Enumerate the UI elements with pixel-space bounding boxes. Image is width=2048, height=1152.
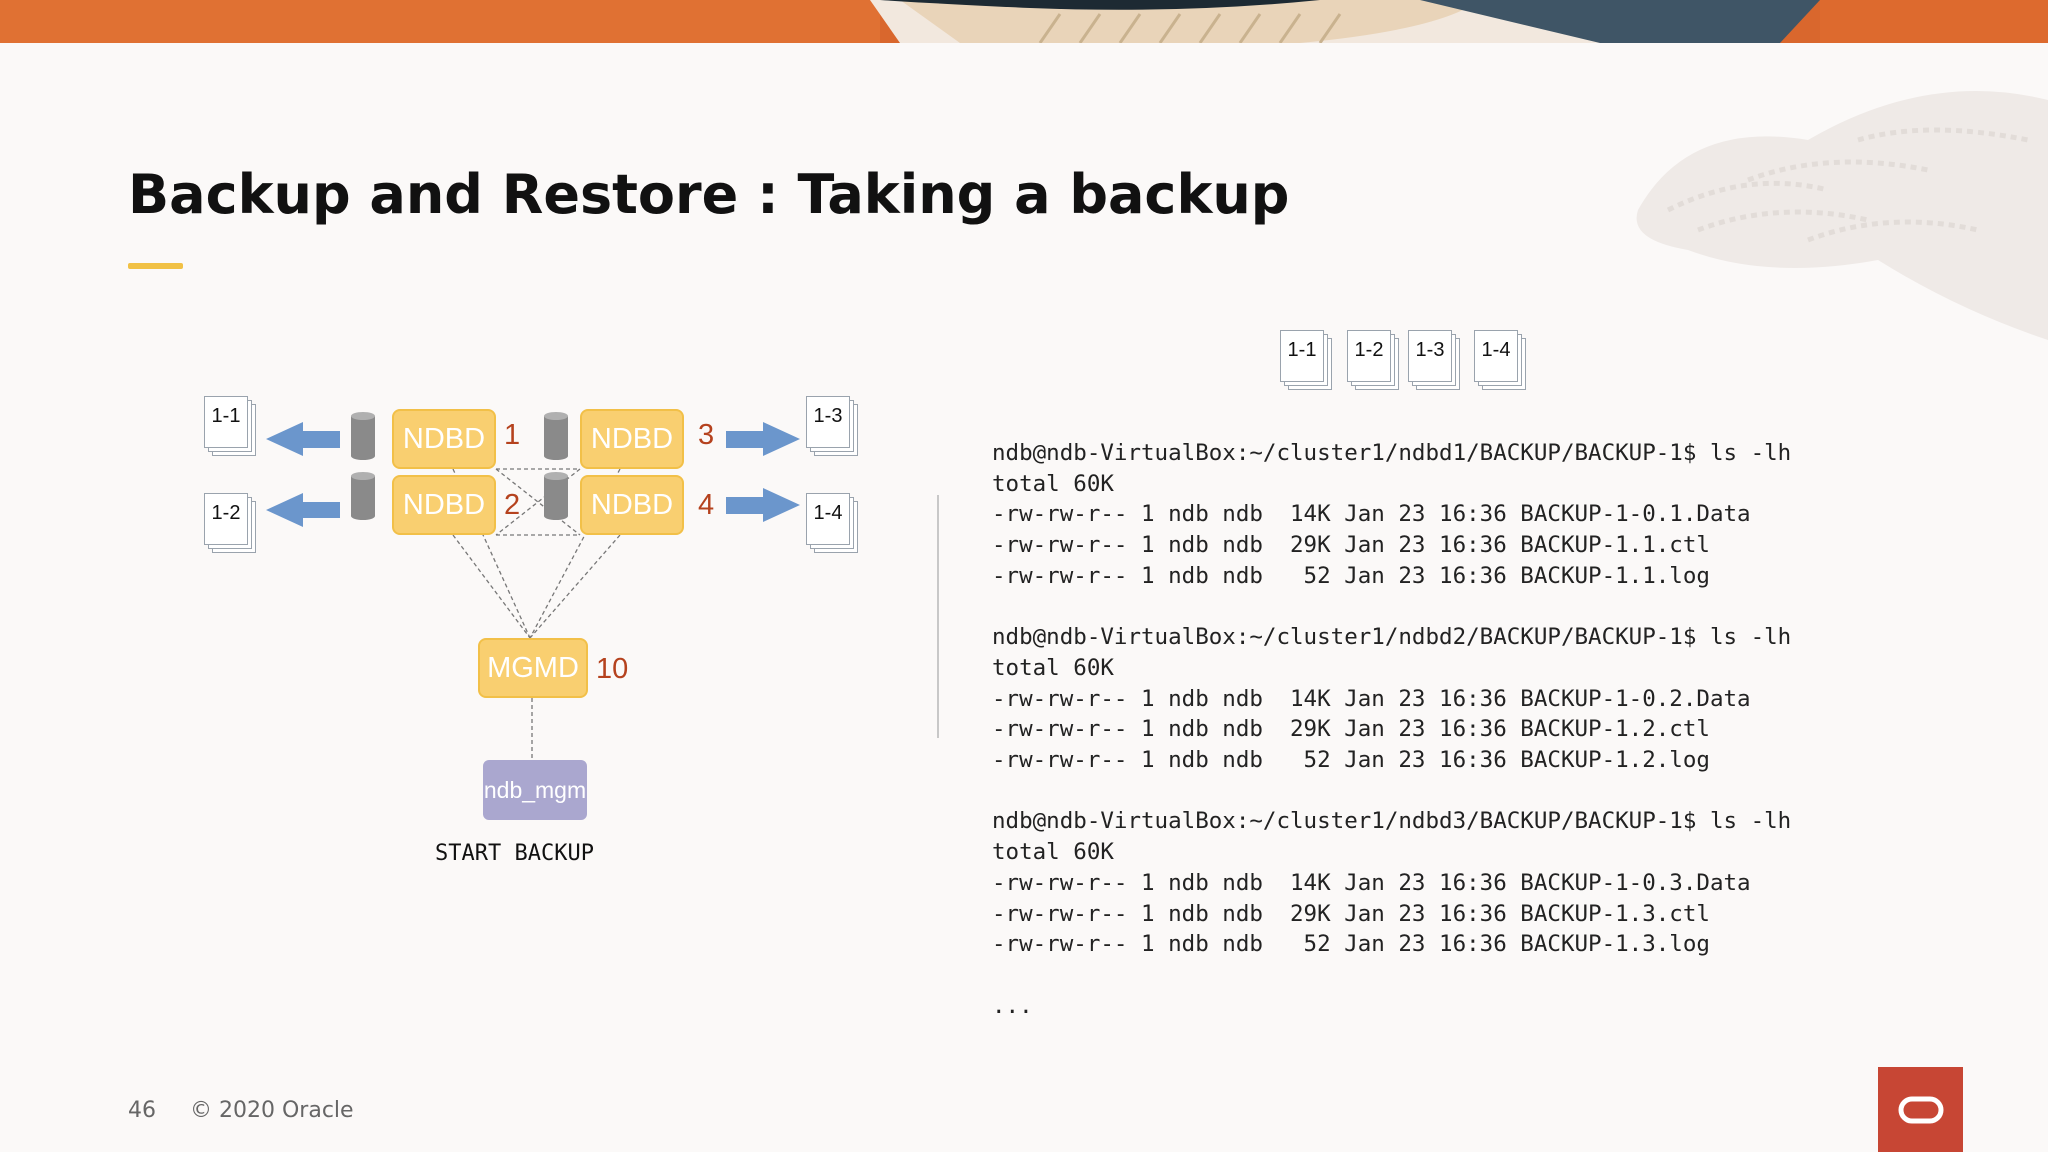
- oracle-logo-icon: [1898, 1096, 1943, 1123]
- arrow-left-icon: [266, 422, 340, 456]
- page-number: 46: [128, 1098, 156, 1123]
- node-id-label: 1: [504, 419, 521, 451]
- terminal-output: ndb@ndb-VirtualBox:~/cluster1/ndbd1/BACK…: [992, 440, 1792, 1019]
- slide-title: Backup and Restore : Taking a backup: [128, 163, 1290, 226]
- node-id-label: 10: [596, 653, 629, 685]
- copyright: © 2020 Oracle: [190, 1098, 354, 1123]
- title-underline-accent: [128, 263, 183, 269]
- data-node-4: NDBD: [580, 475, 684, 535]
- backup-file-icon: 1-4: [1474, 330, 1526, 390]
- data-node-2: NDBD: [392, 475, 496, 535]
- start-backup-command: START BACKUP: [435, 841, 594, 866]
- backup-file-icon: 1-1: [204, 396, 256, 456]
- backup-file-icon: 1-3: [1408, 330, 1460, 390]
- node-id-label: 3: [698, 419, 715, 451]
- arrow-left-icon: [266, 493, 340, 527]
- arrow-right-icon: [726, 488, 800, 522]
- decorative-banner: [0, 0, 2048, 43]
- column-divider: [937, 495, 939, 738]
- disk-cylinder-icon: [351, 472, 375, 520]
- disk-cylinder-icon: [544, 472, 568, 520]
- ndb-mgm-client: ndb_mgm: [483, 760, 587, 820]
- management-node: MGMD: [478, 638, 588, 698]
- disk-cylinder-icon: [544, 412, 568, 460]
- arrow-right-icon: [726, 422, 800, 456]
- backup-file-icon: 1-2: [204, 493, 256, 553]
- backup-file-icon: 1-1: [1280, 330, 1332, 390]
- data-node-1: NDBD: [392, 409, 496, 469]
- node-id-label: 4: [698, 489, 715, 521]
- backup-file-icon: 1-3: [806, 396, 858, 456]
- backup-file-icon: 1-2: [1347, 330, 1399, 390]
- node-id-label: 2: [504, 489, 521, 521]
- backup-file-icon: 1-4: [806, 493, 858, 553]
- disk-cylinder-icon: [351, 412, 375, 460]
- data-node-3: NDBD: [580, 409, 684, 469]
- oracle-logo: [1878, 1067, 1963, 1152]
- decorative-texture: [1636, 91, 2048, 340]
